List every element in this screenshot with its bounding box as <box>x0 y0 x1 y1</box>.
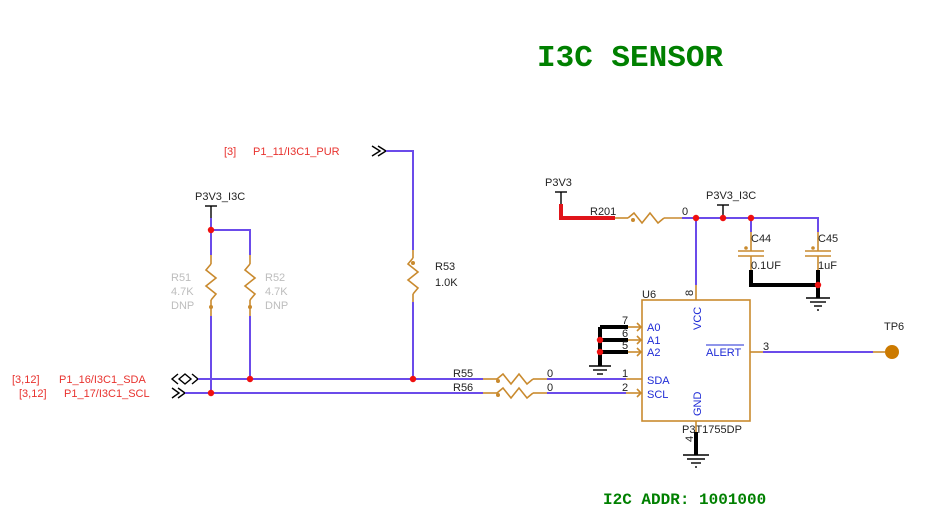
r55-value: 0 <box>547 368 553 380</box>
r53-value: 1.0K <box>435 277 458 289</box>
pin-num-a2: 5 <box>622 340 628 352</box>
sheet-title: I3C SENSOR <box>537 41 723 76</box>
scl-ref: [3,12] <box>19 388 47 400</box>
vcc-rail-wire <box>682 217 819 232</box>
ic-ref: U6 <box>642 289 656 301</box>
resistor-r52-icon[interactable] <box>243 255 257 316</box>
r53-ref: R53 <box>435 261 455 273</box>
pullup-top-wire <box>210 218 251 255</box>
power-flag-icon <box>205 205 217 218</box>
scl-net-label[interactable]: P1_17/I3C1_SCL <box>64 388 150 400</box>
resistor-r55-icon[interactable] <box>483 372 547 386</box>
r56-ref: R56 <box>453 382 473 394</box>
i2c-address-note: I2C ADDR: 1001000 <box>603 491 766 509</box>
pin-arrow-icon <box>626 322 643 398</box>
ground-icon <box>683 454 709 468</box>
power-p3v3-i3c-right-label: P3V3_I3C <box>706 190 756 202</box>
pin-name-vcc: VCC <box>692 307 704 330</box>
ground-icon <box>806 297 830 311</box>
pin-num-a1: 6 <box>622 328 628 340</box>
tp6-label: TP6 <box>884 321 904 333</box>
capacitor-c45-icon[interactable] <box>805 232 831 270</box>
cap-gnd-wire <box>749 270 818 287</box>
offpage-connector-input-icon[interactable] <box>171 387 187 399</box>
pin-name-a1: A1 <box>647 335 660 347</box>
pin-num-scl: 2 <box>622 382 628 394</box>
c44-ref: C44 <box>751 233 771 245</box>
pur-wire <box>386 150 414 250</box>
pur-ref: [3] <box>224 146 236 158</box>
r52-value: 4.7K <box>265 286 288 298</box>
pin-name-alert: ALERT <box>706 347 742 359</box>
c44-value: 0.1UF <box>751 260 781 272</box>
junction-dots <box>207 214 822 397</box>
pin-name-sda: SDA <box>647 375 670 387</box>
r52-dnp: DNP <box>265 300 288 312</box>
resistor-r201-icon[interactable] <box>615 211 682 225</box>
pin-num-alert: 3 <box>763 341 769 353</box>
pin-name-a0: A0 <box>647 322 660 334</box>
r51-ref: R51 <box>171 272 191 284</box>
p3v3-wire <box>559 204 615 220</box>
r51-value: 4.7K <box>171 286 194 298</box>
pin-num-sda: 1 <box>622 368 628 380</box>
power-flag-icon <box>555 191 567 204</box>
offpage-connector-bidir-icon[interactable] <box>170 373 200 385</box>
sda-ref: [3,12] <box>12 374 40 386</box>
r51-dnp: DNP <box>171 300 194 312</box>
r52-ref: R52 <box>265 272 285 284</box>
capacitor-c44-icon[interactable] <box>738 232 764 270</box>
r201-value: 0 <box>682 206 688 218</box>
r55-ref: R55 <box>453 368 473 380</box>
resistor-r53-icon[interactable] <box>406 250 420 302</box>
r201-ref: R201 <box>590 206 616 218</box>
c45-value: 1uF <box>818 260 837 272</box>
ic-part-number: P3T1755DP <box>682 424 742 436</box>
ground-icon <box>589 365 611 375</box>
pin-num-vcc: 8 <box>684 290 696 296</box>
resistor-r51-icon[interactable] <box>204 255 218 316</box>
r56-value: 0 <box>547 382 553 394</box>
test-point-tp6-icon[interactable] <box>885 345 899 359</box>
sda-net-label[interactable]: P1_16/I3C1_SDA <box>59 374 146 386</box>
pin-name-a2: A2 <box>647 347 660 359</box>
power-p3v3-label: P3V3 <box>545 177 572 189</box>
c45-ref: C45 <box>818 233 838 245</box>
pur-net-label[interactable]: P1_11/I3C1_PUR <box>253 146 340 158</box>
resistor-r56-icon[interactable] <box>483 386 547 400</box>
pin-num-a0: 7 <box>622 315 628 327</box>
pin-num-gnd: 4 <box>684 436 696 442</box>
offpage-connector-pur-icon[interactable] <box>371 145 388 157</box>
power-p3v3-i3c-left-label: P3V3_I3C <box>195 191 245 203</box>
pin-name-scl: SCL <box>647 389 668 401</box>
pin-name-gnd: GND <box>692 392 704 417</box>
